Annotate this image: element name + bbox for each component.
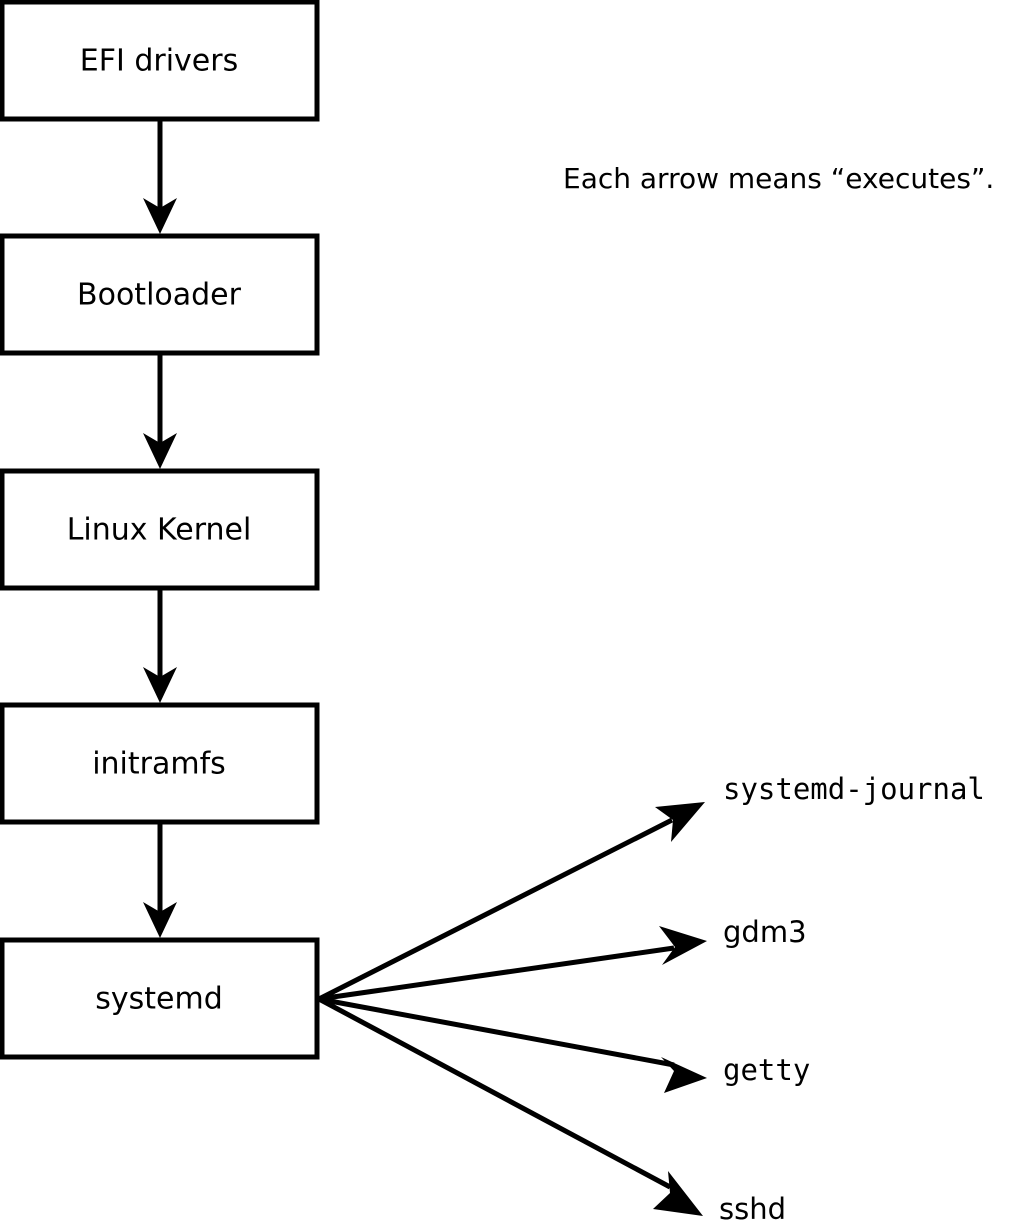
fan-arrow-line <box>318 945 675 1002</box>
arrow-head-icon <box>661 1057 707 1093</box>
arrow-head-icon <box>143 198 177 234</box>
box-linux-kernel[interactable]: Linux Kernel <box>0 468 320 591</box>
box-label: systemd <box>95 982 223 1017</box>
box-efi-drivers[interactable]: EFI drivers <box>0 0 320 122</box>
leaf-label-systemd-journal: systemd-journal <box>723 772 985 806</box>
fan-arrow-line <box>317 996 672 1190</box>
box-outline <box>0 233 320 356</box>
leaf-label-sshd: sshd <box>719 1192 786 1226</box>
box-label: initramfs <box>92 747 226 782</box>
fan-arrow-systemd-to-systemd-journal <box>317 802 705 1002</box>
fan-arrow-group <box>317 802 707 1216</box>
arrow-head-icon <box>653 1171 703 1216</box>
box-label: Linux Kernel <box>67 513 252 548</box>
box-label: Bootloader <box>77 278 242 313</box>
chain-arrow-bootloader-to-kernel <box>143 353 177 469</box>
chain-arrow-efi-to-bootloader <box>143 119 177 234</box>
fan-arrow-systemd-to-sshd <box>317 996 703 1216</box>
arrow-head-icon <box>143 667 177 703</box>
fan-arrow-systemd-to-getty <box>318 996 707 1093</box>
chain-arrow-initramfs-to-systemd <box>143 822 177 938</box>
arrow-head-icon <box>659 926 707 965</box>
box-outline <box>0 702 320 825</box>
arrow-head-icon <box>143 902 177 938</box>
box-initramfs[interactable]: initramfs <box>0 702 320 825</box>
fan-arrow-systemd-to-gdm3 <box>318 926 707 1002</box>
diagram-note: Each arrow means “executes”. <box>563 162 994 195</box>
box-outline <box>0 937 320 1060</box>
box-label: EFI drivers <box>80 44 238 79</box>
fan-arrow-line <box>317 817 674 1002</box>
fan-arrow-line <box>318 996 675 1068</box>
box-outline <box>0 0 320 122</box>
arrow-head-icon <box>655 802 705 842</box>
chain-arrow-kernel-to-initramfs <box>143 588 177 703</box>
leaf-label-gdm3: gdm3 <box>723 915 807 949</box>
box-systemd[interactable]: systemd <box>0 937 320 1060</box>
arrow-head-icon <box>143 433 177 469</box>
chain-arrow-group <box>143 119 177 938</box>
box-bootloader[interactable]: Bootloader <box>0 233 320 356</box>
leaf-label-getty: getty <box>723 1053 810 1087</box>
box-outline <box>0 468 320 591</box>
